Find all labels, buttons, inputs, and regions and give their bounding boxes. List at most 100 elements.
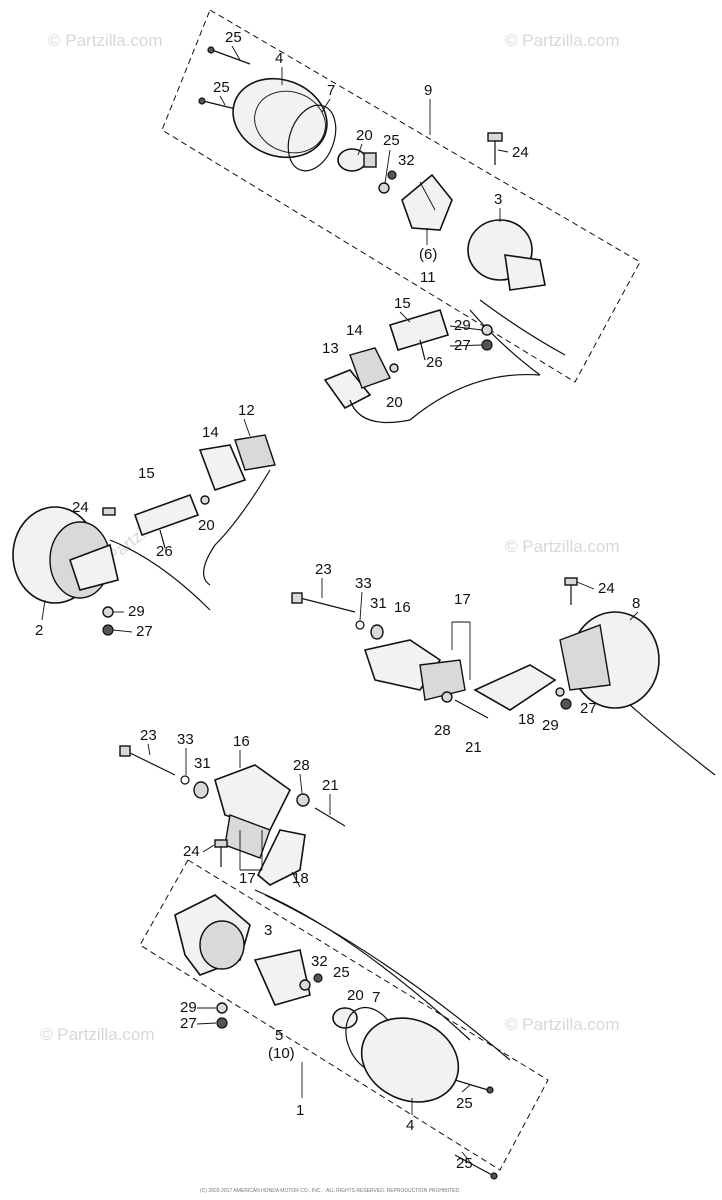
leader xyxy=(449,325,483,331)
bracket-part-15 xyxy=(388,309,450,351)
bolt-part-21 xyxy=(314,807,346,827)
callout-27: 27 xyxy=(580,700,597,717)
washer-part-29 xyxy=(481,324,493,336)
callout-20: 20 xyxy=(198,517,215,534)
callout-10: (10) xyxy=(268,1045,295,1062)
callout-25: 25 xyxy=(213,79,230,96)
bolt-head-part-23 xyxy=(102,507,116,516)
bolt-head-part-23 xyxy=(564,577,578,586)
screw-head xyxy=(198,97,206,105)
plate-part-12 xyxy=(234,434,276,471)
bulb-base xyxy=(363,152,377,168)
rubber-part-14 xyxy=(349,347,391,389)
callout-29: 29 xyxy=(454,317,471,334)
bolt-head xyxy=(291,592,303,604)
screw-part-25 xyxy=(454,1154,493,1176)
leader xyxy=(196,1022,217,1025)
housing-face xyxy=(199,920,245,970)
callout-18: 18 xyxy=(292,870,309,887)
screw-head xyxy=(490,1172,498,1180)
clamp-part-16 xyxy=(214,764,292,831)
leader-lines xyxy=(41,45,639,1163)
leader xyxy=(202,844,215,853)
leader xyxy=(576,581,595,590)
leader xyxy=(384,149,391,184)
top-rear-turn-signal-assembly xyxy=(161,9,641,383)
callout-23: 24 xyxy=(598,580,615,597)
callout-19: 20 xyxy=(347,987,364,1004)
callout-23: 24 xyxy=(183,843,200,860)
washer-part-28 xyxy=(441,691,453,703)
bolt-head-part-23 xyxy=(214,839,228,848)
callout-labels: 25 4 25 7 9 24 20 25 32 3 (6) 11 15 29 2… xyxy=(35,29,640,1172)
callout-23: 24 xyxy=(72,499,89,516)
leader xyxy=(497,149,509,153)
callout-21: 21 xyxy=(322,777,339,794)
callout-9: 9 xyxy=(424,82,432,99)
screw-part-25 xyxy=(211,49,251,65)
callout-6: (6) xyxy=(419,246,437,263)
bulb-part-19 xyxy=(337,148,367,172)
bolt-part-22 xyxy=(127,751,176,776)
callout-32: 33 xyxy=(355,575,372,592)
screw-part-25 xyxy=(454,1079,489,1091)
watermark: © Partzilla.com xyxy=(505,31,620,50)
callout-5: 5 xyxy=(275,1027,283,1044)
lens-part-4 xyxy=(360,1017,460,1103)
callout-24: 25 xyxy=(333,964,350,981)
watermark: © Partzilla.com xyxy=(40,1025,155,1044)
socket-part-5 xyxy=(253,949,311,1006)
callout-7: 7 xyxy=(327,82,335,99)
callout-25: 25 xyxy=(456,1095,473,1112)
callout-15: 15 xyxy=(394,295,411,312)
washer-part-29 xyxy=(216,1002,228,1014)
bolt-part-21 xyxy=(454,699,489,719)
socket-detail xyxy=(419,181,436,211)
leader xyxy=(41,599,46,621)
callout-14: 14 xyxy=(346,322,363,339)
callout-30: 31 xyxy=(370,595,387,612)
callout-30: 31 xyxy=(194,755,211,772)
screw-part-31 xyxy=(387,170,397,180)
washer-part-30 xyxy=(193,781,209,799)
callout-28: 28 xyxy=(434,722,451,739)
bolt-part-26 xyxy=(419,339,426,361)
lamp-body xyxy=(559,624,611,691)
watermark-group: © Partzilla.com © Partzilla.com © Partzi… xyxy=(40,31,620,1044)
washer-part-32 xyxy=(180,775,190,785)
callout-29: 29 xyxy=(128,603,145,620)
leader xyxy=(147,743,151,756)
callout-4: 4 xyxy=(406,1117,414,1134)
callout-1: 1 xyxy=(296,1102,304,1119)
callout-13: 13 xyxy=(322,340,339,357)
callout-27: 27 xyxy=(136,623,153,640)
callout-25: 25 xyxy=(456,1155,473,1172)
callout-3: 3 xyxy=(264,922,272,939)
bolt-head-part-23 xyxy=(487,132,503,142)
bulb-part-19 xyxy=(332,1007,358,1029)
watermark: © Partzilla.com xyxy=(48,31,163,50)
callout-16: 16 xyxy=(233,733,250,750)
callout-22: 23 xyxy=(315,561,332,578)
washer-part-24 xyxy=(299,979,311,991)
lens-part-4 xyxy=(232,77,328,159)
leader xyxy=(461,1151,471,1163)
lamp-stem xyxy=(68,543,119,591)
callout-26: 26 xyxy=(156,543,173,560)
nut-part-27 xyxy=(560,698,572,710)
clamp-lower xyxy=(224,814,271,859)
callout-31: 32 xyxy=(398,152,415,169)
callout-11: 11 xyxy=(420,269,436,286)
leader xyxy=(629,611,639,621)
nut-part-20 xyxy=(389,363,399,373)
screw-head xyxy=(207,46,215,54)
callout-32: 33 xyxy=(177,731,194,748)
leader xyxy=(461,1084,471,1093)
copyright-footer: (C) 2003-2017 AMERICAN HONDA MOTOR CO., … xyxy=(200,1188,461,1194)
callout-31: 32 xyxy=(311,953,328,970)
wire xyxy=(469,309,541,376)
callout-20: 20 xyxy=(386,394,403,411)
washer-part-29 xyxy=(555,687,565,697)
callout-15: 15 xyxy=(138,465,155,482)
